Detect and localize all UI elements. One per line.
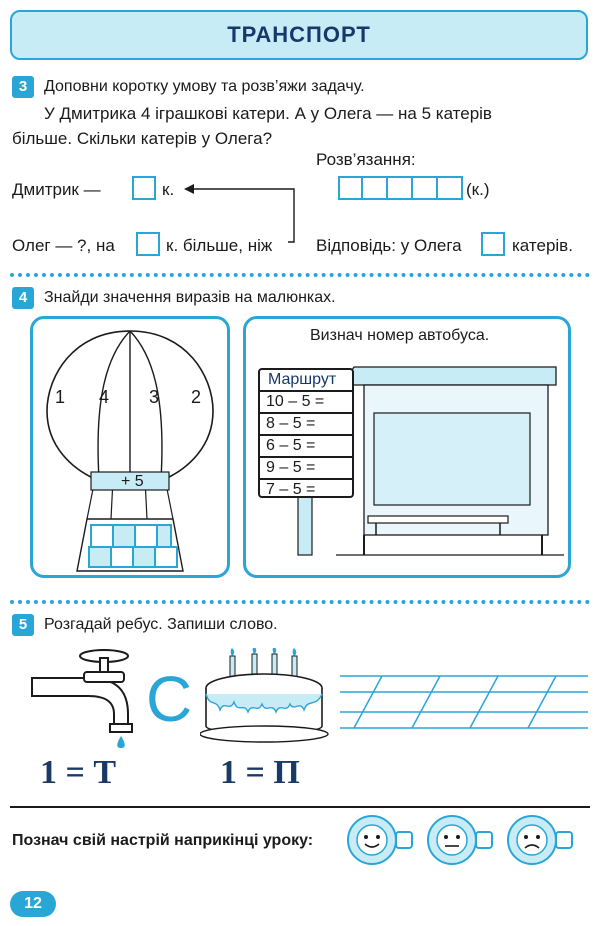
route-row: 10 – 5 = — [260, 390, 352, 412]
dmytryk-unit: к. — [162, 180, 175, 199]
comparison-arrow — [184, 184, 295, 243]
balloon-number: 2 — [191, 387, 202, 407]
oleh-difference-box[interactable] — [136, 232, 160, 256]
mood-faces — [347, 815, 573, 865]
task-5-instruction: Розгадай ребус. Запиши слово. — [44, 616, 278, 633]
task-3-instruction: Доповни коротку умову та розв’яжи задачу… — [44, 78, 365, 95]
route-sign: Маршрут 10 – 5 = 8 – 5 = 6 – 5 = 9 – 5 =… — [258, 368, 354, 498]
task-3-problem-line1: У Дмитрика 4 іграшкові катери. А у Олега… — [44, 104, 492, 123]
mood-prompt: Познач свій настрій наприкінці уроку: — [12, 832, 314, 849]
solution-boxes — [338, 176, 463, 200]
task-5-badge: 5 — [12, 614, 34, 636]
task-4-badge: 4 — [12, 287, 34, 309]
cake-icon — [200, 648, 329, 743]
page-number: 12 — [10, 891, 56, 917]
answer-box[interactable] — [481, 232, 505, 256]
oleh-label: Олег — ?, на — [12, 236, 115, 255]
answer-suffix: катерів. — [512, 236, 573, 255]
balloon-number: 3 — [149, 387, 160, 407]
bus-stop-panel: Визнач номер автобуса. Маршрут 10 – 5 = … — [243, 316, 571, 578]
route-title: Маршрут — [268, 371, 337, 388]
route-row: 9 – 5 = — [260, 456, 352, 478]
divider — [10, 273, 590, 277]
neutral-face-icon — [427, 815, 493, 865]
title-banner: ТРАНСПОРТ — [10, 10, 588, 60]
task-3-problem-line2: більше. Скільки катерів у Олега? — [12, 129, 273, 148]
dmytryk-label: Дмитрик — — [12, 180, 101, 199]
solution-cell[interactable] — [438, 176, 463, 200]
divider-line — [10, 806, 590, 808]
rebus-equation-2: 1 = П — [220, 754, 300, 791]
divider — [10, 600, 590, 604]
task-3-badge: 3 — [12, 76, 34, 98]
balloon-number: 4 — [99, 387, 110, 407]
answer-prefix: Відповідь: у Олега — [316, 236, 462, 255]
page-title: ТРАНСПОРТ — [227, 22, 371, 47]
bus-instruction: Визнач номер автобуса. — [310, 327, 490, 344]
oleh-unit: к. більше, ніж — [166, 236, 273, 255]
hot-air-balloon — [46, 330, 214, 572]
balloon-operation: + 5 — [121, 473, 144, 490]
solution-cell[interactable] — [413, 176, 438, 200]
route-row: 7 – 5 = — [260, 478, 352, 500]
solution-unit: (к.) — [466, 180, 490, 199]
rebus-letter: С — [146, 663, 193, 735]
faucet-icon — [31, 649, 133, 748]
solution-cell[interactable] — [338, 176, 363, 200]
sad-face-icon — [507, 815, 573, 865]
rebus-equation-1: 1 = Т — [40, 754, 117, 791]
balloon-number: 1 — [55, 387, 66, 407]
happy-face-icon — [347, 815, 413, 865]
solution-label: Розв’язання: — [316, 150, 416, 169]
balloon-panel: 1 4 3 2 + 5 — [30, 316, 230, 578]
writing-lines[interactable] — [340, 668, 588, 736]
dmytryk-answer-box[interactable] — [132, 176, 156, 200]
route-row: 6 – 5 = — [260, 434, 352, 456]
task-4-instruction: Знайди значення виразів на малюнках. — [44, 289, 336, 306]
solution-cell[interactable] — [363, 176, 388, 200]
solution-cell[interactable] — [388, 176, 413, 200]
route-row: 8 – 5 = — [260, 412, 352, 434]
bus-shelter — [297, 366, 564, 556]
